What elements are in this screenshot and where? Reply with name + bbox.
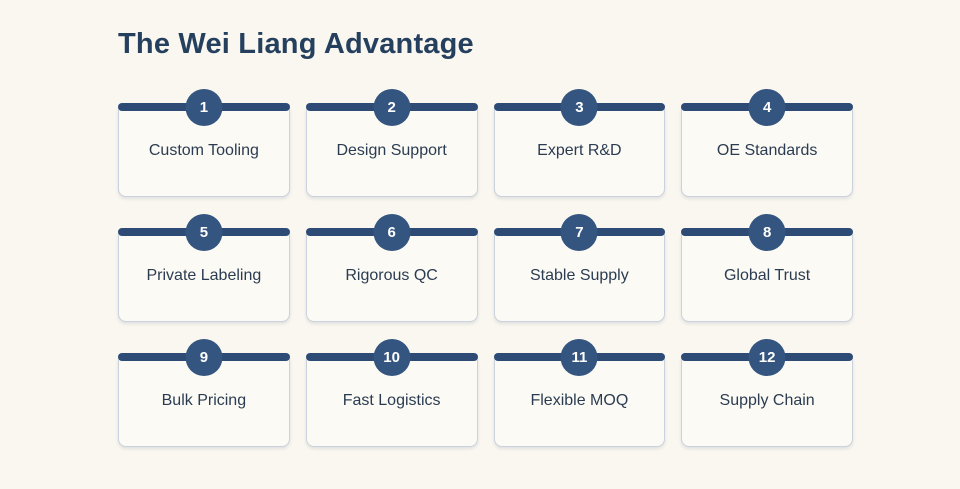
advantage-card-10: 10 Fast Logistics — [305, 339, 478, 448]
advantage-card-9: 9 Bulk Pricing — [118, 339, 290, 448]
card-label: Private Labeling — [146, 267, 262, 285]
number-badge: 10 — [373, 339, 411, 377]
badge-number: 9 — [199, 349, 209, 367]
number-badge: 9 — [185, 339, 223, 377]
badge-number: 12 — [758, 349, 776, 367]
card-label: Supply Chain — [719, 392, 815, 410]
badge-number: 4 — [762, 99, 772, 117]
card-label: Fast Logistics — [342, 392, 441, 410]
page-title: The Wei Liang Advantage — [118, 28, 474, 60]
number-badge: 12 — [748, 339, 786, 377]
card-label: Bulk Pricing — [161, 392, 247, 410]
number-badge: 6 — [373, 214, 411, 252]
advantage-card-11: 11 Flexible MOQ — [493, 339, 666, 448]
advantage-card-3: 3 Expert R&D — [493, 89, 666, 198]
badge-number: 11 — [571, 349, 588, 367]
badge-number: 10 — [383, 349, 400, 367]
badge-number: 6 — [387, 224, 396, 242]
advantage-grid: 1 Custom Tooling 2 Design Support 3 Expe… — [118, 89, 853, 448]
number-badge: 11 — [560, 339, 598, 377]
advantage-card-2: 2 Design Support — [305, 89, 478, 198]
badge-number: 1 — [199, 99, 209, 117]
badge-number: 3 — [575, 99, 584, 117]
number-badge: 4 — [748, 89, 786, 127]
number-badge: 3 — [560, 89, 598, 127]
card-label: Expert R&D — [537, 142, 622, 160]
number-badge: 7 — [560, 214, 598, 252]
badge-number: 7 — [575, 224, 584, 242]
card-label: Flexible MOQ — [530, 392, 629, 410]
advantage-card-1: 1 Custom Tooling — [118, 89, 290, 198]
number-badge: 8 — [748, 214, 786, 252]
card-label: Design Support — [336, 142, 447, 160]
badge-number: 2 — [387, 99, 396, 117]
card-label: Stable Supply — [530, 267, 629, 285]
number-badge: 2 — [373, 89, 411, 127]
badge-number: 5 — [199, 224, 209, 242]
card-label: Custom Tooling — [148, 142, 259, 160]
advantage-card-12: 12 Supply Chain — [681, 339, 853, 448]
advantage-card-6: 6 Rigorous QC — [305, 214, 478, 323]
advantage-card-5: 5 Private Labeling — [118, 214, 290, 323]
card-label: Global Trust — [723, 267, 811, 285]
card-label: OE Standards — [716, 142, 818, 160]
badge-number: 8 — [762, 224, 772, 242]
number-badge: 1 — [185, 89, 223, 127]
advantage-card-8: 8 Global Trust — [681, 214, 853, 323]
advantage-card-7: 7 Stable Supply — [493, 214, 666, 323]
number-badge: 5 — [185, 214, 223, 252]
advantage-card-4: 4 OE Standards — [681, 89, 853, 198]
card-label: Rigorous QC — [345, 267, 438, 285]
